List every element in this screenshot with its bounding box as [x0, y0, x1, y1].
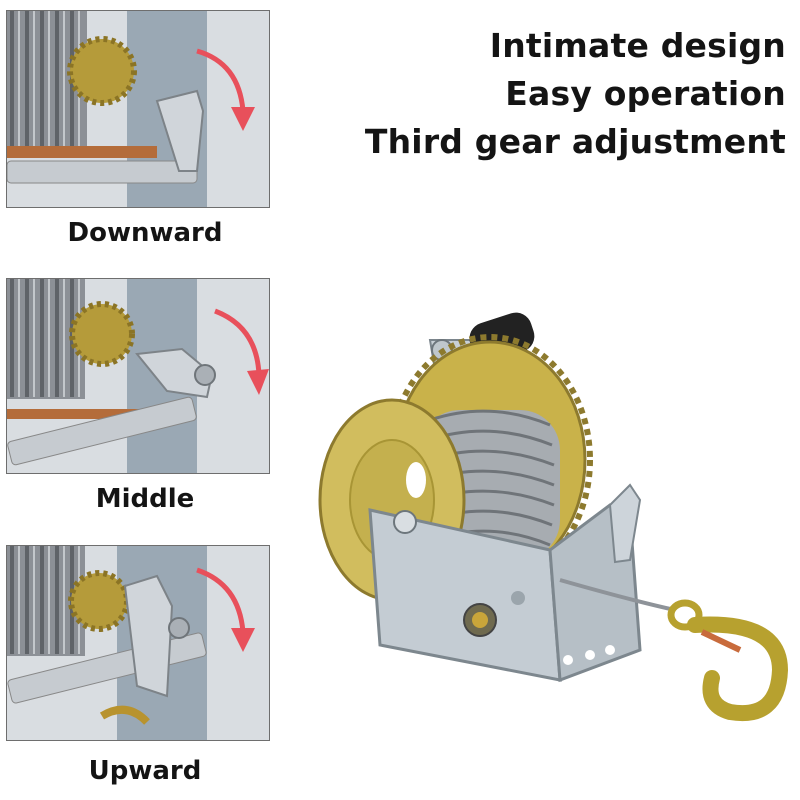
- winch-closeup-downward-image: [7, 11, 269, 207]
- headline-intimate-design: Intimate design: [489, 26, 786, 65]
- winch-closeup-middle-image: [7, 279, 269, 473]
- headline-easy-operation: Easy operation: [505, 74, 786, 113]
- position-panel-downward: [6, 10, 270, 208]
- position-panel-middle: [6, 278, 270, 474]
- position-panel-upward: [6, 545, 270, 741]
- headline-third-gear: Third gear adjustment: [364, 122, 786, 161]
- position-label-middle: Middle: [95, 484, 195, 514]
- position-label-downward: Downward: [67, 218, 223, 248]
- winch-closeup-upward-image: [7, 546, 269, 740]
- hook-icon: [667, 599, 789, 722]
- position-label-upward: Upward: [88, 756, 202, 786]
- hand-winch-product-image: [318, 312, 789, 722]
